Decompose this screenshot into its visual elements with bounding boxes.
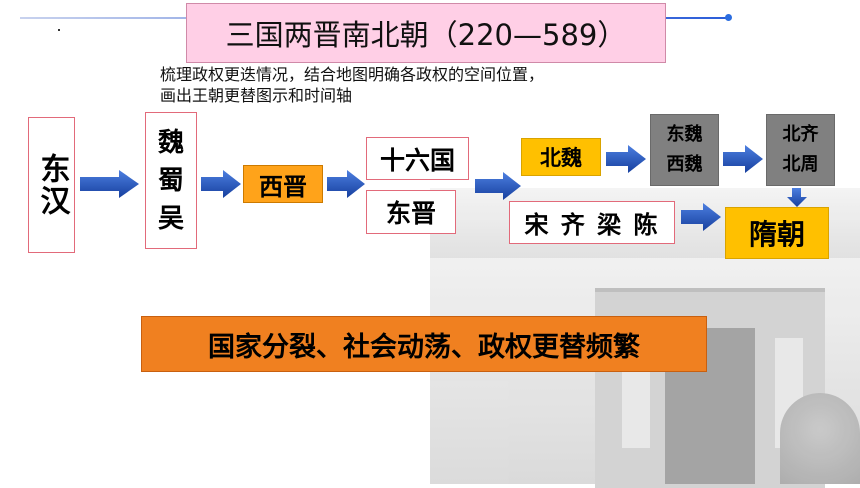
node-east-west-wei: 东魏 西魏 [650,114,719,186]
node-southern-dynasties: 宋 齐 梁 陈 [509,201,675,244]
decor-dot [58,29,60,31]
node-northern-zhou: 北周 [782,154,819,175]
top-decor-dot [725,14,732,21]
node-northern-qi: 北齐 [782,124,819,145]
arrow-han-to-three-kingdoms [80,170,139,198]
node-western-jin: 西晋 [243,165,323,203]
node-three-kingdoms: 魏 蜀 吴 [145,112,197,249]
node-bei-qi-zhou: 北齐 北周 [766,114,835,186]
arrow-three-kingdoms-to-western-jin [201,170,241,198]
node-northern-wei: 北魏 [521,138,601,176]
photo-tree [780,393,860,484]
page-title: 三国两晋南北朝（220—589） [186,3,666,63]
node-wu: 吴 [157,203,184,234]
node-eastern-wei: 东魏 [666,124,703,145]
node-sui: 隋朝 [725,207,829,259]
node-sixteen-kingdoms: 十六国 [366,137,469,180]
node-eastern-jin: 东晋 [366,190,456,234]
node-shu: 蜀 [157,165,184,196]
arrow-southern-to-sui [681,203,721,231]
instruction-line-2: 画出王朝更替图示和时间轴 [160,86,353,105]
instructions: 梳理政权更迭情况，结合地图明确各政权的空间位置， 画出王朝更替图示和时间轴 [160,64,680,106]
node-western-wei: 西魏 [666,154,703,175]
arrow-bei-zhou-to-sui [787,188,807,207]
node-wei: 魏 [157,127,184,158]
summary-banner: 国家分裂、社会动荡、政权更替频繁 [141,316,707,372]
arrow-to-northern-wei [475,172,521,200]
arrow-western-jin-to-sixteen [327,170,365,198]
instruction-line-1: 梳理政权更迭情况，结合地图明确各政权的空间位置， [160,65,545,84]
arrow-northern-wei-to-east-west-wei [606,145,646,173]
arrow-east-west-wei-to-bei-qi-zhou [723,145,763,173]
node-eastern-han: 东汉 [28,117,75,253]
